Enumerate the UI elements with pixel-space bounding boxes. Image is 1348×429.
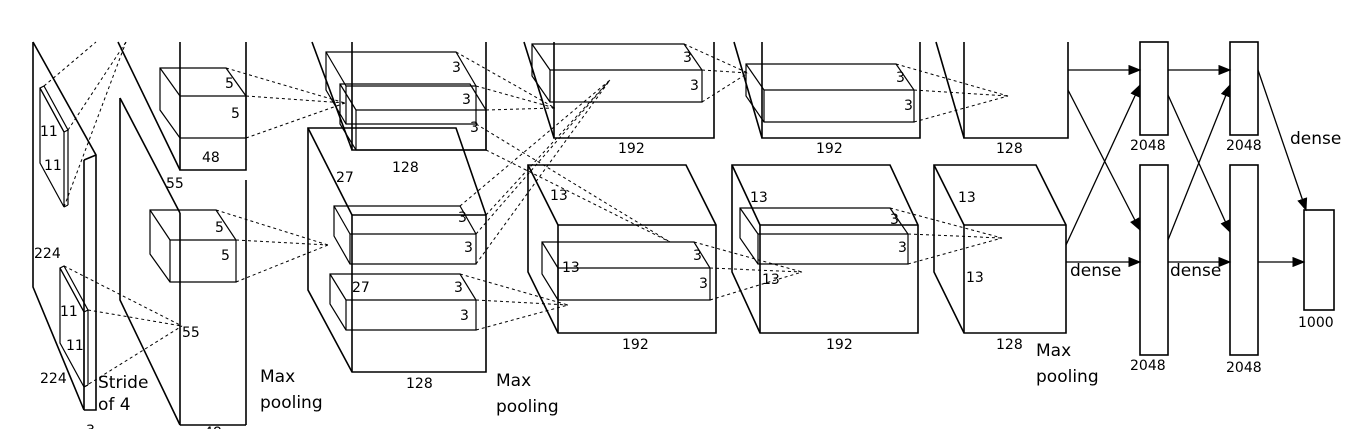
conv5-width-label: 13 (966, 270, 984, 286)
conv3-depth-top: 192 (618, 141, 645, 157)
input-kernel-h-top: 11 (40, 124, 58, 140)
fc-layers: 2048 2048 2048 2048 1000 dense dense den… (1065, 41, 1341, 376)
conv5-depth-top: 128 (996, 141, 1023, 157)
conv4-to-conv5-connections (889, 63, 1009, 265)
conv2-kernel-label-5: 3 (464, 240, 473, 256)
conv2-width-label: 27 (352, 280, 370, 296)
conv2-kernel-label-6: 3 (454, 280, 463, 296)
conv4-kernel-label-2: 3 (904, 98, 913, 114)
conv2-kernel-label-4: 3 (458, 210, 467, 226)
conv1-kernel-bottom-a: 5 (215, 220, 224, 236)
conv5-pool-line1: Max (1036, 341, 1071, 361)
conv1-width-label: 55 (182, 325, 200, 341)
conv4-block: 3 3 3 3 192 13 13 192 (731, 41, 921, 353)
conv3-kernel-label-3: 3 (693, 248, 702, 264)
conv2-pool-line2: pooling (496, 397, 559, 417)
conv3-kernel-label-1: 3 (683, 50, 692, 66)
conv1-to-conv2-connections (215, 67, 346, 283)
conv1-kernel-bottom-b: 5 (221, 248, 230, 264)
conv4-depth-bottom: 192 (826, 337, 853, 353)
input-height-label: 224 (34, 246, 61, 262)
input-kernel-w-top: 11 (44, 158, 62, 174)
conv4-kernel-label-4: 3 (898, 240, 907, 256)
dense-label-2: dense (1170, 261, 1221, 281)
conv3-height-label: 13 (550, 188, 568, 204)
conv4-kernel-label-1: 3 (896, 70, 905, 86)
input-cut-label: 3 (86, 423, 95, 429)
conv2-block: 3 3 3 3 3 3 3 128 27 27 128 Max pooling (307, 41, 559, 417)
dense-label-3: dense (1290, 129, 1341, 149)
fc2-top-label: 2048 (1226, 138, 1262, 154)
conv3-to-conv4-connections (683, 43, 803, 301)
conv2-kernel-label-7: 3 (460, 308, 469, 324)
conv2-to-conv3-connections (455, 51, 671, 331)
conv2-height-label: 27 (336, 170, 354, 186)
input-image: 11 11 11 11 224 224 Stride of 4 3 (32, 41, 148, 429)
input-kernel-w-bottom: 11 (66, 338, 84, 354)
conv3-width-label: 13 (562, 260, 580, 276)
conv1-kernel-top-b: 5 (231, 106, 240, 122)
conv5-depth-bottom: 128 (996, 337, 1023, 353)
conv4-depth-top: 192 (816, 141, 843, 157)
conv1-block: 5 5 5 5 48 55 55 Max pooling 48 (117, 41, 323, 429)
conv4-width-label: 13 (762, 272, 780, 288)
conv3-kernel-label-2: 3 (690, 78, 699, 94)
conv3-block: 3 3 3 3 192 13 13 192 (523, 41, 717, 353)
conv2-depth-top: 128 (392, 160, 419, 176)
conv3-kernel-label-4: 3 (699, 276, 708, 292)
conv1-pool-line2: pooling (260, 393, 323, 413)
input-kernel-h-bottom: 11 (60, 304, 78, 320)
conv1-cut-label: 48 (204, 425, 222, 429)
dense-label-1: dense (1070, 261, 1121, 281)
conv1-height-label: 55 (166, 176, 184, 192)
stride-label-line1: Stride (98, 373, 148, 393)
conv2-kernel-label-2: 3 (462, 92, 471, 108)
fc1-top-label: 2048 (1130, 138, 1166, 154)
conv5-height-label: 13 (958, 190, 976, 206)
fc2-bottom-label: 2048 (1226, 360, 1262, 376)
conv2-pool-line1: Max (496, 371, 531, 391)
fc1-bottom-label: 2048 (1130, 358, 1166, 374)
conv2-kernel-label-3: 3 (470, 120, 479, 136)
conv2-depth-bottom: 128 (406, 376, 433, 392)
output-label: 1000 (1298, 315, 1334, 331)
conv1-kernel-top-a: 5 (225, 76, 234, 92)
conv2-kernel-label-1: 3 (452, 60, 461, 76)
stride-label-line2: of 4 (98, 395, 131, 415)
conv4-kernel-label-3: 3 (890, 212, 899, 228)
input-width-label: 224 (40, 371, 67, 387)
conv4-height-label: 13 (750, 190, 768, 206)
input-to-conv1-connections (43, 41, 183, 388)
conv5-pool-line2: pooling (1036, 367, 1099, 387)
conv1-pool-line1: Max (260, 367, 295, 387)
conv1-depth-top: 48 (202, 150, 220, 166)
conv5-block: 128 13 13 128 Max pooling (933, 41, 1099, 387)
conv3-depth-bottom: 192 (622, 337, 649, 353)
